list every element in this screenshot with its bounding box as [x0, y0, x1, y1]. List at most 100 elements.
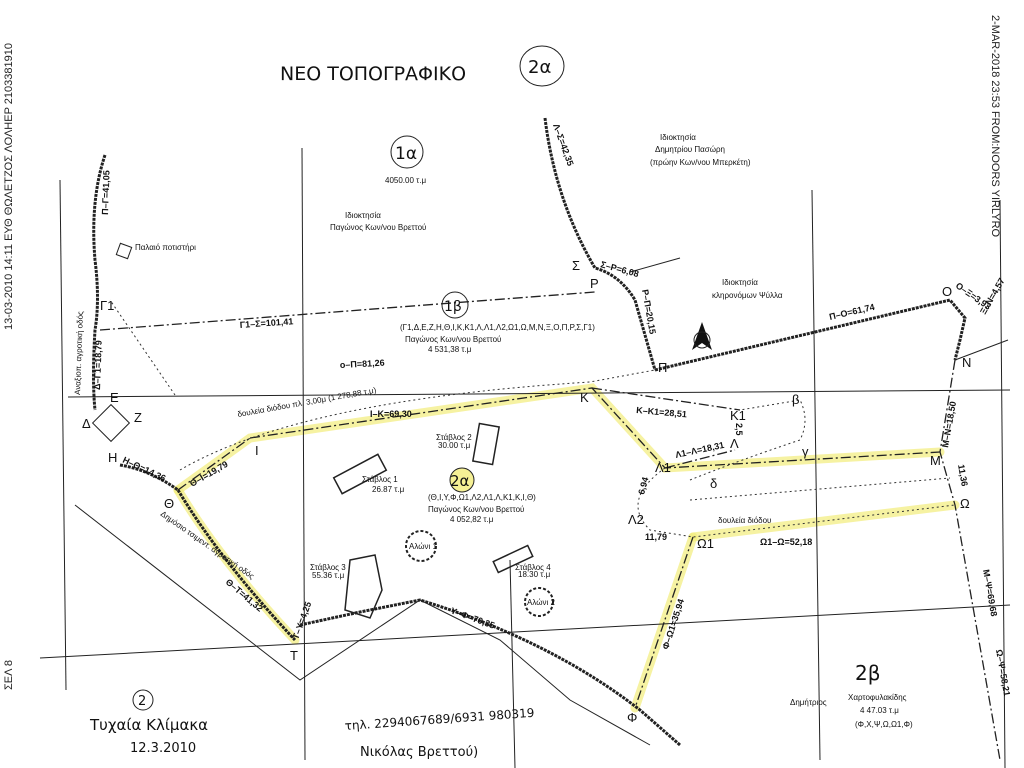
title-badge-circle — [519, 45, 565, 87]
survey-points: Δ Ε Ζ Η Θ Ι Κ Κ1 Λ Λ1 Λ2 Μ Ν Ο Π Ρ Σ Τ Φ… — [82, 258, 971, 725]
measure-l2-w1: 11,79 — [645, 532, 667, 542]
parcel-1b-owner: Παγώνος Κων/νου Βρεττού — [405, 335, 501, 344]
fax-header-right: 2-MAR-2018 23:53 FROM:NOORS YIRLYRO — [989, 15, 1001, 238]
point-f: Φ — [627, 710, 637, 725]
point-l1: Λ1 — [655, 460, 671, 475]
measure-p-g: Π–Γ=41,05 — [100, 170, 112, 215]
threshing-floor-1-label: Αλώνι 1 — [409, 542, 437, 551]
parcel-1a-circle — [390, 135, 424, 169]
parcel-1b-id: 1β — [444, 299, 462, 315]
point-i: Ι — [255, 443, 259, 458]
stable-1-icon — [332, 453, 388, 495]
parcel-1b-points: (Γ1,Δ,Ε,Ζ,Η,Θ,Ι,Κ,Κ1,Λ,Λ1,Λ2,Ω1,Ω,Μ,Ν,Ξ,… — [400, 323, 595, 332]
threshing-floor-1-icon — [405, 530, 437, 562]
point-b: β — [792, 392, 799, 407]
signature-note: Νικόλας Βρεττού) — [360, 745, 478, 760]
measure-s-r: Σ–Ρ=6,08 — [599, 259, 639, 279]
structures — [91, 242, 554, 619]
house-icon — [91, 403, 131, 443]
point-w1: Ω1 — [697, 536, 714, 551]
measure-m-psi: Μ–Ψ=69,68 — [981, 569, 999, 618]
point-z: Ζ — [134, 410, 142, 425]
stable-4-area: 18.30 τ.μ — [518, 570, 551, 579]
old-trough-label: Παλαιό ποτιστήρι — [135, 243, 196, 252]
measure-h-th: Η–Θ=14,36 — [121, 455, 167, 484]
measure-w1-w: Ω1–Ω=52,18 — [760, 537, 812, 547]
point-s: Σ — [572, 258, 580, 273]
point-g1: Γ1 — [100, 298, 114, 313]
parcel-2b-area: 4 47.03 τ.μ — [860, 706, 899, 715]
point-l: Λ — [730, 436, 739, 451]
measure-d-g1: Δ–Γ1=18,79 — [92, 340, 104, 390]
measure-o-p: ο–Π=81,26 — [340, 358, 385, 370]
parcel-2-circle — [132, 689, 154, 711]
stable-2-label: Στάβλος 2 — [436, 433, 472, 442]
parcel-1b-area: 4 531,38 τ.μ — [428, 345, 472, 354]
parcel-2a-area: 4 052,82 τ.μ — [450, 515, 494, 524]
parcel-2a-points: (Θ,Ι,Υ,Φ,Ω1,Λ2,Λ1,Λ,Κ1,Κ,Ι,Θ) — [428, 493, 536, 502]
point-l2: Λ2 — [628, 512, 644, 527]
grid-lines — [39, 147, 1011, 768]
stable-3-area: 55.36 τ.μ — [312, 571, 345, 580]
point-d: Δ — [82, 416, 91, 431]
owner-north-name: Δημητρίου Πασώρη — [655, 145, 725, 154]
point-t: Τ — [290, 648, 298, 663]
stable-3-label: Στάβλος 3 — [310, 563, 346, 572]
stable-1-area: 26.87 τ.μ — [372, 485, 405, 494]
point-w: Ω — [960, 496, 970, 511]
point-k1: Κ1 — [730, 408, 746, 423]
fax-page-left: ΣΕΛ 8 — [3, 660, 15, 690]
threshing-floor-2-icon — [524, 587, 554, 617]
stable-2-icon — [471, 422, 501, 466]
measure-i-k: Ι–Κ=69,30 — [370, 409, 412, 419]
owner-east-label: Ιδιοκτησία — [722, 278, 758, 287]
north-arrow-icon — [692, 322, 712, 350]
fax-header-left: 13-03-2010 14:11 ΕΥΘ ΘΩΛΕΤΖΟΣ ΛΟΛΗΕΡ 210… — [3, 43, 15, 330]
point-o: Ο — [942, 284, 952, 299]
threshing-floor-2-label: Αλώνι 2 — [527, 598, 555, 607]
road-south-label: Δημόσιο τσιμεντ. αγροτική οδός — [159, 509, 256, 581]
parcel-2a-owner: Παγώνος Κων/νου Βρεττού — [428, 505, 524, 514]
stable-3-icon — [344, 554, 383, 619]
measurements: Γ1–Σ=101,41 Λ–Σ=42,35 Σ–Ρ=6,08 Ρ–Π=20,15… — [92, 122, 1012, 697]
measure-t-y: Τ–Υ=4,25 — [290, 600, 313, 640]
owner-west-name: Παγώνος Κων/νου Βρεττού — [330, 223, 426, 232]
road-west-label: Αναξιοπ. αγροτική οδός — [73, 311, 85, 395]
stable-2-area: 30.00 τ.μ — [438, 441, 471, 450]
measure-k1-l: 2,5 — [734, 423, 744, 436]
stable-1-label: Στάβλος 1 — [362, 475, 398, 484]
measure-w-psi: Ω–Ψ=58,21 — [994, 649, 1012, 697]
parcel-1b-circle — [441, 291, 469, 319]
parcel-1a-id: 1α — [395, 144, 417, 164]
parcel-2b-points: (Φ,Χ,Ψ,Ω,Ω1,Φ) — [855, 720, 913, 729]
measure-l1-l2: 6,94 — [636, 476, 650, 496]
scale-note: Τυχαία Κλίμακα — [89, 716, 208, 734]
stable-4-icon — [492, 544, 534, 574]
owner-north-label: Ιδιοκτησία — [660, 133, 696, 142]
parcel-2b-id: 2β — [855, 661, 881, 685]
parcel-1a-area: 4050.00 τ.μ — [385, 176, 427, 185]
point-r: Ρ — [590, 276, 599, 291]
point-m: Μ — [930, 453, 941, 468]
parcel-2b-owner-last: Χαρτοφυλακίδης — [848, 693, 907, 702]
point-d-small: δ — [710, 476, 717, 491]
owner-north-note: (πρώην Κων/νου Μπερκέτη) — [650, 158, 751, 167]
parcel-2b-owner-first: Δημήτριος — [790, 698, 827, 707]
parcel-2-id: 2 — [138, 694, 146, 709]
point-th: Θ — [164, 496, 174, 511]
point-n: Ν — [962, 355, 971, 370]
stable-4-label: Στάβλος 4 — [515, 563, 551, 572]
map-date: 12.3.2010 — [130, 741, 196, 756]
old-trough-icon — [115, 242, 133, 260]
point-k: Κ — [580, 390, 589, 405]
owner-west-label: Ιδιοκτησία — [345, 211, 381, 220]
parcel-2a-id: 2α — [450, 472, 470, 490]
measure-l1-l: Λ1–Λ=18,31 — [674, 440, 725, 460]
measure-g1-s: Γ1–Σ=101,41 — [239, 316, 293, 330]
measure-k-k1: Κ–Κ1=28,51 — [636, 405, 687, 419]
measure-m-w: 11,36 — [956, 464, 970, 487]
boundaries — [74, 117, 1009, 761]
map-title: ΝΕΟ ΤΟΠΟΓΡΑΦΙΚΟ — [280, 63, 466, 85]
point-p: Π — [658, 360, 667, 375]
